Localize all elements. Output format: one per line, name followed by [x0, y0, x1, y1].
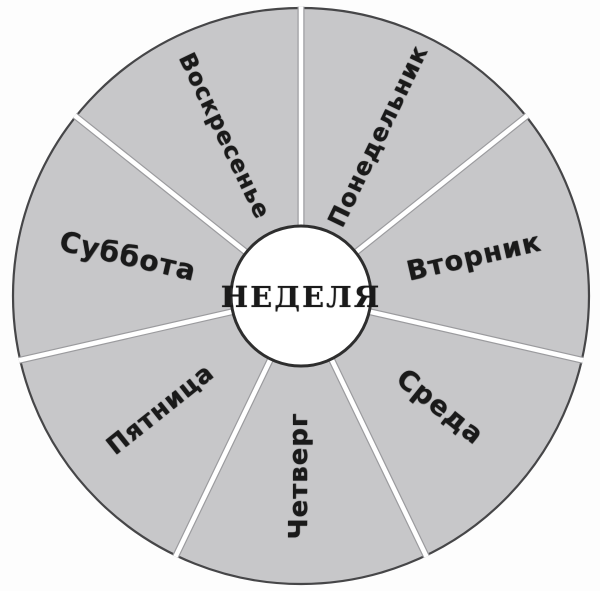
center-label: НЕДЕЛЯ: [220, 280, 382, 314]
segment-divider: [15, 307, 244, 364]
center-circle: [229, 224, 373, 368]
segment-label-thursday: Четверг: [284, 412, 314, 540]
segment-divider: [358, 307, 587, 364]
segment-divider: [346, 112, 531, 261]
segment-dividers: [15, 6, 587, 561]
segment-divider: [172, 349, 278, 561]
segment-divider: [324, 349, 430, 561]
segment-divider: [71, 112, 256, 261]
